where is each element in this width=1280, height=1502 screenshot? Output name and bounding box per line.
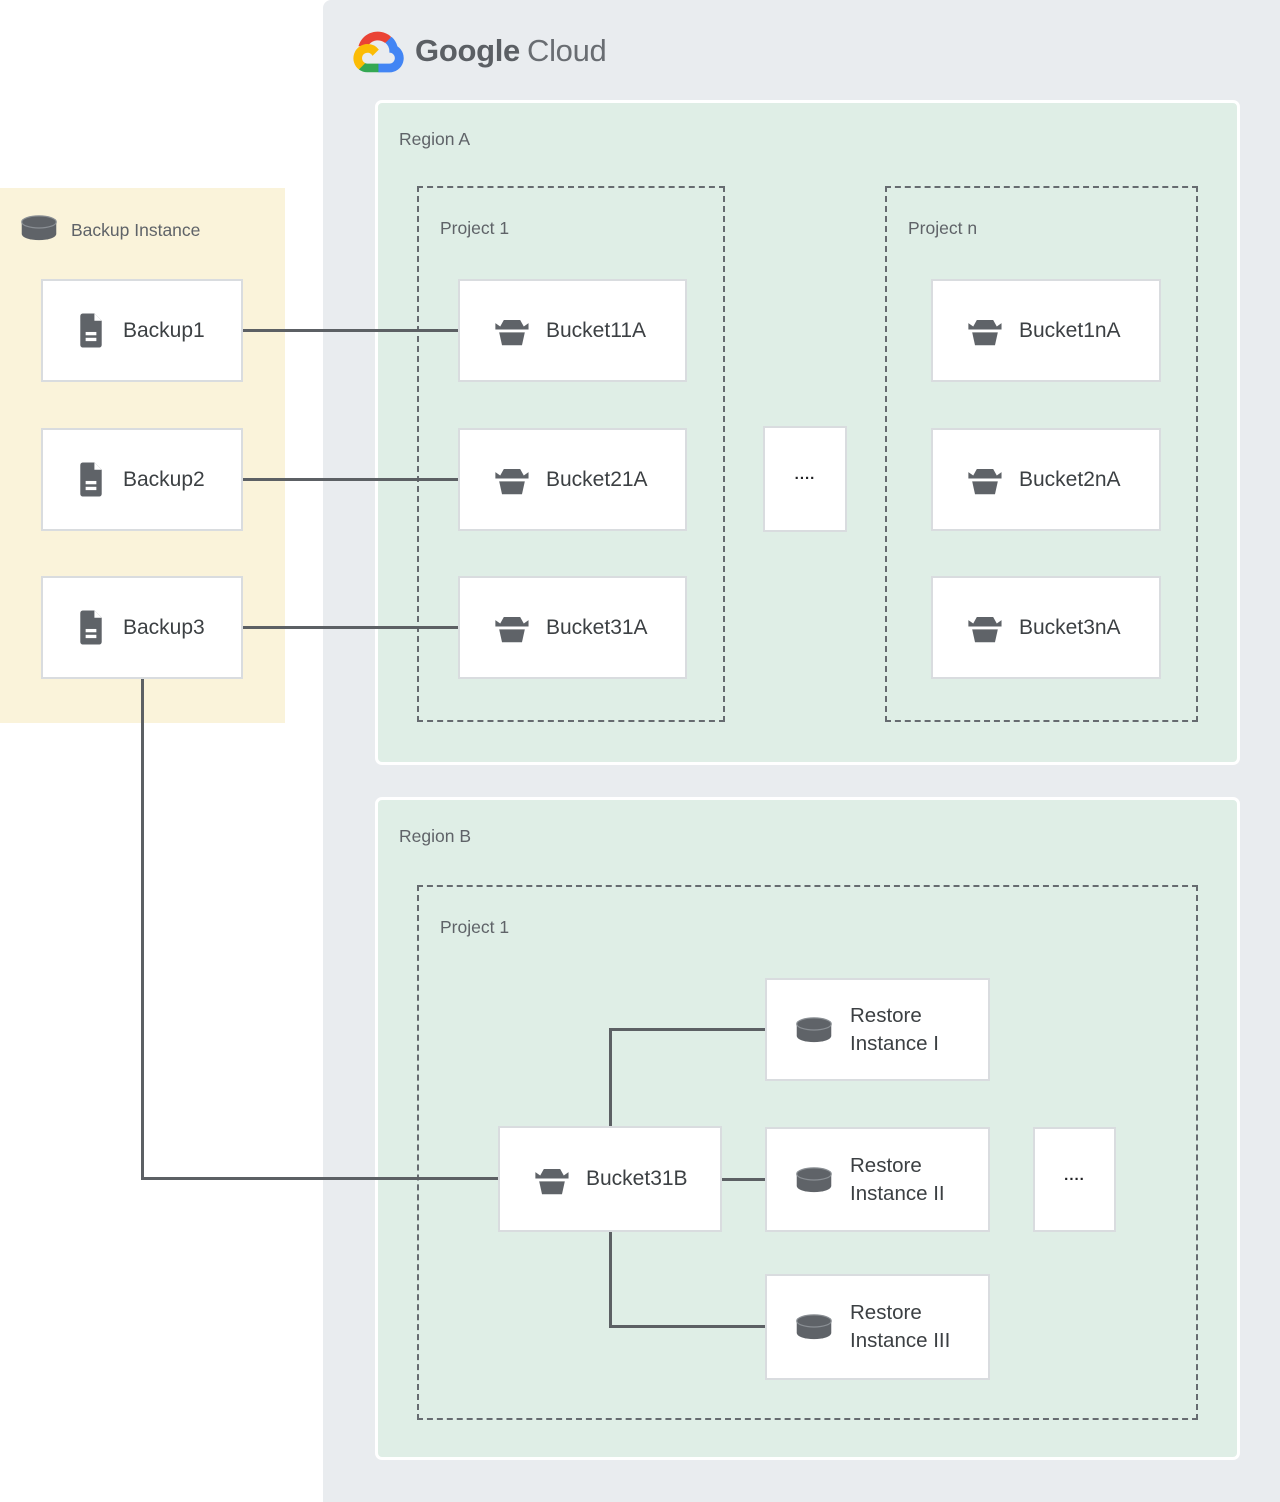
bucket-icon xyxy=(966,314,1004,347)
connector-bucket31b-restore3 xyxy=(609,1325,765,1328)
connector-bucket31b-restore2 xyxy=(722,1178,765,1181)
google-cloud-logo-icon xyxy=(352,29,404,73)
bucket31b-node: Bucket31B xyxy=(498,1126,722,1232)
bucket31a-label: Bucket31A xyxy=(546,615,648,639)
bucket1na-label: Bucket1nA xyxy=(1019,318,1121,342)
bucket2na-label: Bucket2nA xyxy=(1019,467,1121,491)
connector-backup3-bucket31b xyxy=(141,1177,498,1180)
database-icon xyxy=(795,1314,833,1340)
connector-bucket31b-restore1 xyxy=(609,1028,765,1031)
bucket1na-node: Bucket1nA xyxy=(931,279,1161,382)
region-b-label: Region B xyxy=(399,826,471,846)
bucket-icon xyxy=(493,314,531,347)
backup3-label: Backup3 xyxy=(123,615,205,639)
database-icon xyxy=(795,1166,833,1193)
dots-label: .... xyxy=(1064,1166,1085,1184)
backup1-label: Backup1 xyxy=(123,318,205,342)
wordmark-google: Google xyxy=(415,33,520,68)
bucket21a-label: Bucket21A xyxy=(546,467,648,491)
backup2-node: Backup2 xyxy=(41,428,243,531)
restore-line1: Restore xyxy=(850,1003,922,1027)
connector-backup3-bucket31a xyxy=(243,626,458,629)
more-restores-dots-box: .... xyxy=(1033,1127,1116,1232)
region-b-project-1: Project 1 xyxy=(417,885,1198,1420)
bucket31b-label: Bucket31B xyxy=(586,1167,688,1190)
restore-line2: Instance II xyxy=(850,1181,945,1205)
connector-bucket31b-restore3-vertical xyxy=(609,1232,612,1328)
bucket2na-node: Bucket2nA xyxy=(931,428,1161,531)
region-a-project-n-label: Project n xyxy=(908,218,978,238)
bucket11a-label: Bucket11A xyxy=(546,318,647,342)
bucket-icon xyxy=(493,463,531,496)
restore-line1: Restore xyxy=(850,1153,922,1177)
dots-label: .... xyxy=(794,466,816,483)
region-a-label: Region A xyxy=(399,129,471,149)
bucket3na-node: Bucket3nA xyxy=(931,576,1161,679)
restore-line1: Restore xyxy=(850,1301,922,1324)
backup3-node: Backup3 xyxy=(41,576,243,679)
wordmark-cloud: Cloud xyxy=(526,33,607,68)
bucket-icon xyxy=(533,1163,571,1196)
bucket3na-label: Bucket3nA xyxy=(1019,615,1121,639)
bucket-icon xyxy=(966,611,1004,644)
bucket-icon xyxy=(493,611,531,644)
region-a-project-1: Project 1 xyxy=(417,186,725,722)
restore-line2: Instance III xyxy=(850,1329,951,1352)
connector-bucket31b-restore1-vertical xyxy=(609,1028,612,1126)
database-icon xyxy=(795,1016,833,1043)
region-a-project-1-label: Project 1 xyxy=(440,218,510,238)
bucket11a-node: Bucket11A xyxy=(458,279,687,382)
connector-backup3-drop-vertical xyxy=(141,679,144,1180)
document-icon xyxy=(76,609,106,646)
bucket21a-node: Bucket21A xyxy=(458,428,687,531)
backup-instance-title: Backup Instance xyxy=(71,220,201,240)
backup1-node: Backup1 xyxy=(41,279,243,382)
document-icon xyxy=(76,461,106,498)
more-projects-dots-box: .... xyxy=(763,426,847,532)
region-a-project-n: Project n xyxy=(885,186,1198,722)
backup-instance-header: Backup Instance xyxy=(20,215,200,246)
backup2-label: Backup2 xyxy=(123,467,205,491)
database-icon xyxy=(20,215,58,246)
region-b-project-1-label: Project 1 xyxy=(440,917,510,937)
bucket-icon xyxy=(966,463,1004,496)
connector-backup1-bucket11a xyxy=(243,329,458,332)
document-icon xyxy=(76,312,106,349)
connector-backup2-bucket21a xyxy=(243,478,458,481)
bucket31a-node: Bucket31A xyxy=(458,576,687,679)
restore-line2: Instance I xyxy=(850,1031,939,1055)
